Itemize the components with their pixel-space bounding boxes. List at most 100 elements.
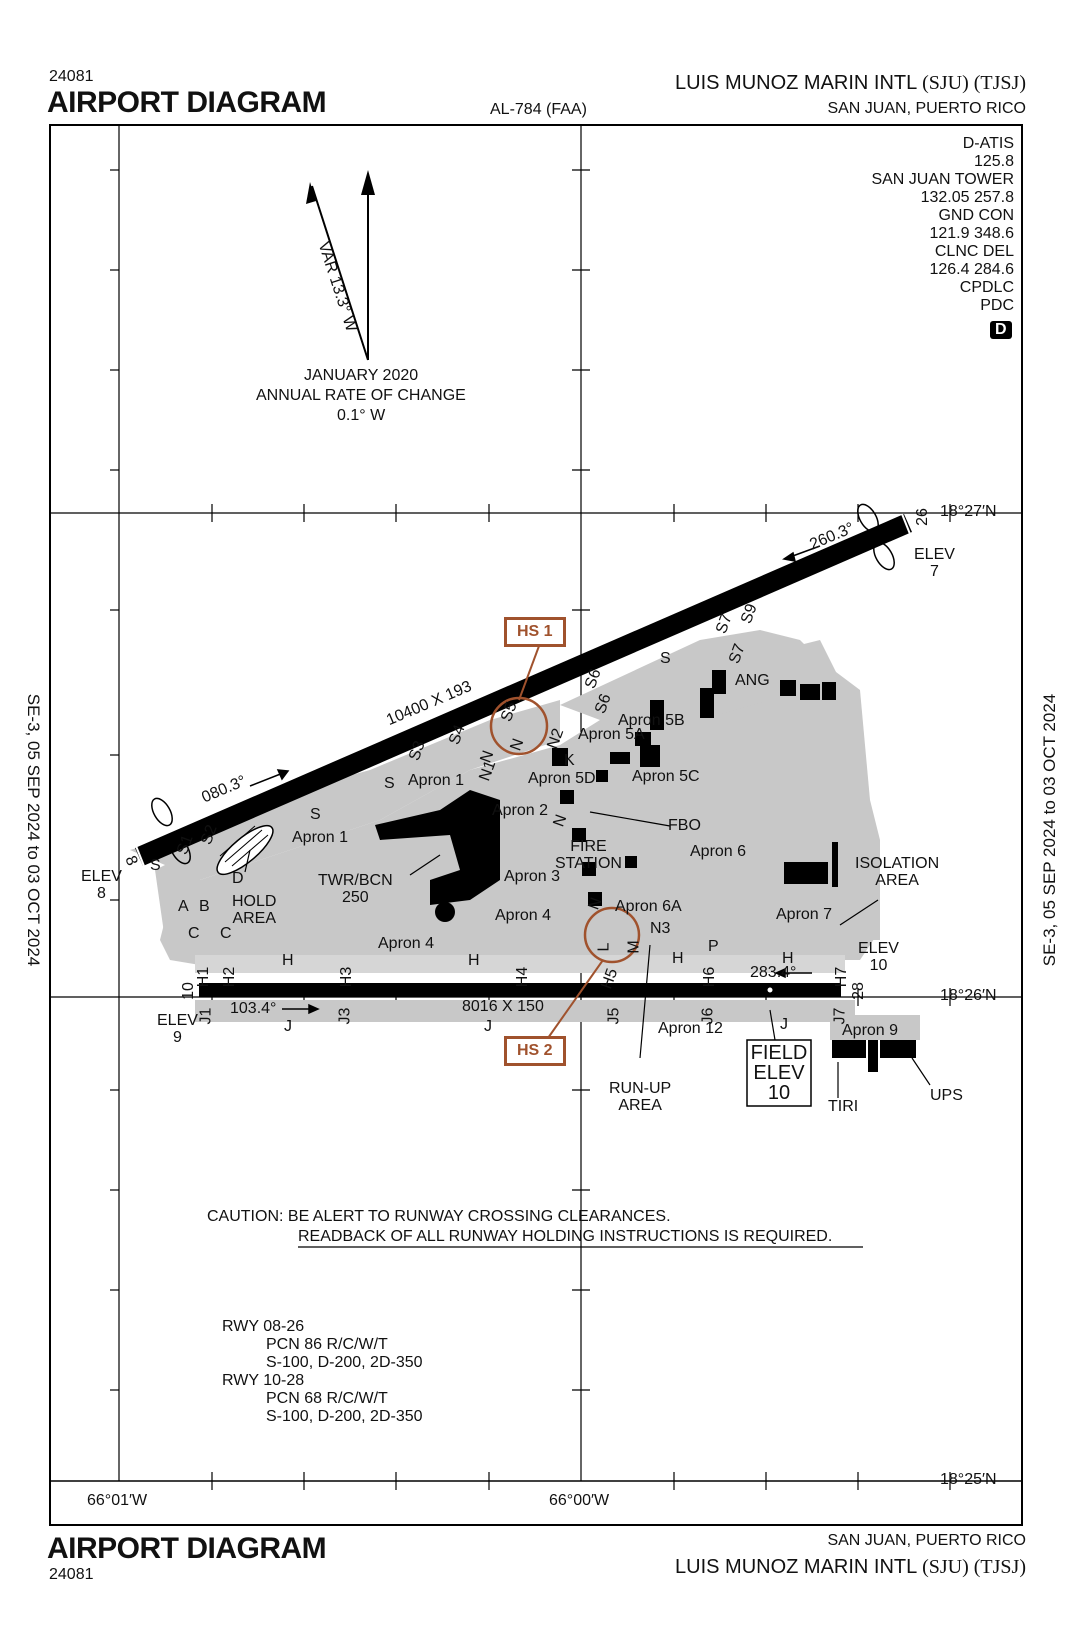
field-elev-label: FIELD ELEV 10	[747, 1043, 811, 1103]
pavement-line: RWY 10-28	[222, 1372, 305, 1389]
chart-frame	[49, 124, 1023, 1526]
freq-line: GND CON	[938, 207, 1014, 224]
field-elev-line: ELEV	[753, 1062, 805, 1084]
airport-name-bottom: LUIS MUNOZ MARIN INTL (SJU) (TJSJ)	[675, 1556, 1026, 1579]
apron-label: Apron 7	[776, 906, 833, 923]
freq-line: CLNC DEL	[934, 243, 1014, 260]
taxiway-label: H	[282, 952, 294, 969]
procedure-number-bottom: 24081	[49, 1566, 94, 1583]
apron-label: Apron 2	[491, 802, 549, 819]
lat-label-bottom: 18°25′N	[940, 1471, 997, 1488]
rwy-10-heading: 103.4°	[230, 1000, 277, 1017]
hot-spot-2-leader	[547, 959, 604, 1039]
taxiway-label: J3	[336, 1007, 354, 1025]
apron-label: Apron 6	[690, 843, 747, 860]
taxiway-label: S	[384, 775, 395, 792]
caution-line-2: READBACK OF ALL RUNWAY HOLDING INSTRUCTI…	[298, 1228, 833, 1245]
taxiway-label: J7	[831, 1007, 849, 1025]
airport-ids-text: (SJU) (TJSJ)	[922, 72, 1026, 94]
taxiway-label: B	[199, 898, 210, 915]
taxiway-label: H	[782, 950, 794, 967]
caution-line-1: CAUTION: BE ALERT TO RUNWAY CROSSING CLE…	[207, 1208, 671, 1225]
pavement-strength-block: RWY 08-26 PCN 86 R/C/W/T S-100, D-200, 2…	[222, 1318, 423, 1426]
al-number: AL-784 (FAA)	[490, 101, 587, 118]
taxiway-label: M	[625, 940, 643, 954]
taxiway-label: H	[468, 952, 480, 969]
hot-spot-2-label: HS 2	[504, 1036, 566, 1066]
hot-spot-1-leader	[518, 645, 540, 701]
hold-area-label: HOLD AREA	[232, 893, 277, 927]
magvar-rate-label: ANNUAL RATE OF CHANGE	[256, 387, 466, 404]
lat-label-top: 18°27′N	[940, 503, 997, 520]
lon-label-mid: 66°00′W	[549, 1492, 610, 1509]
pavement-line: PCN 68 R/C/W/T	[266, 1390, 388, 1407]
terminal-buildings	[375, 670, 916, 1072]
taxiway-label: L	[595, 942, 613, 952]
taxiway-label: D	[232, 870, 244, 887]
hot-spot-2-circle	[583, 906, 641, 964]
effective-dates-right: SE-3, 05 SEP 2024 to 03 OCT 2024	[1040, 693, 1059, 967]
hot-spot-1-label: HS 1	[504, 617, 566, 647]
datalink-badge-bg	[990, 321, 1012, 339]
freq-line: D-ATIS	[962, 135, 1014, 152]
apron-label: Apron 1	[408, 772, 465, 789]
isolation-area-label: ISOLATION AREA	[855, 855, 940, 889]
taxiway-label: A	[178, 898, 189, 915]
taxiway-label: K	[564, 752, 575, 769]
taxiway-label: S	[660, 650, 671, 667]
apron-label: Apron 3	[504, 868, 561, 885]
taxiway-label: H7	[833, 966, 851, 988]
apron-label: Apron 5A	[578, 726, 645, 743]
ups-label: UPS	[930, 1087, 963, 1104]
apron-label: Apron 9	[842, 1022, 899, 1039]
tower-label: TWR/BCN 250	[318, 872, 393, 906]
runway-heading-arrows	[249, 545, 821, 1015]
rwy-26-elev: ELEV 7	[914, 546, 955, 580]
datalink-badge: D	[995, 321, 1007, 338]
pavement-line: S-100, D-200, 2D-350	[266, 1408, 423, 1425]
rwy-28-heading: 283.4°	[750, 964, 797, 981]
freq-line: 125.8	[973, 153, 1014, 170]
taxiway-label: H2	[221, 966, 239, 988]
field-elev-line: 10	[767, 1082, 791, 1104]
field-elev-line: FIELD	[750, 1042, 808, 1064]
effective-dates-left: SE-3, 05 SEP 2024 to 03 OCT 2024	[24, 693, 43, 967]
airport-name-top: LUIS MUNOZ MARIN INTL (SJU) (TJSJ)	[675, 72, 1026, 95]
rwy-28-end: 28	[849, 982, 867, 1000]
magnetic-north-arrow-icon	[306, 182, 369, 361]
freq-line: PDC	[980, 297, 1014, 314]
taxiway-label: H	[672, 950, 684, 967]
taxiway-label: H3	[338, 966, 356, 988]
rwy-10-elev: ELEV 9	[157, 1012, 198, 1046]
taxiway-label: C	[188, 925, 200, 942]
magvar-date: JANUARY 2020	[304, 367, 419, 384]
taxiway-label: C	[220, 925, 232, 942]
pavement-line: PCN 86 R/C/W/T	[266, 1336, 388, 1353]
pavement-areas	[130, 630, 920, 1040]
taxiway-label: S	[310, 806, 321, 823]
taxiway-label: H1	[195, 966, 213, 988]
airport-name-text: LUIS MUNOZ MARIN INTL	[675, 1556, 917, 1578]
rwy-26-end: 26	[913, 508, 931, 526]
taxiway-label: H4	[514, 966, 532, 988]
freq-line: CPDLC	[959, 279, 1014, 296]
ang-label: ANG	[735, 672, 770, 689]
field-elev-box	[746, 1039, 812, 1107]
freq-line: 132.05 257.8	[920, 189, 1014, 206]
pavement-line: S-100, D-200, 2D-350	[266, 1354, 423, 1371]
apron-label: Apron 12	[658, 1020, 723, 1037]
approach-light-icons	[151, 503, 895, 865]
freq-line: 126.4 284.6	[929, 261, 1014, 278]
city-bottom: SAN JUAN, PUERTO RICO	[827, 1532, 1026, 1549]
rwy-28-elev: ELEV 10	[858, 940, 899, 974]
north-arrow-icon	[361, 170, 375, 360]
fbo-label: FBO	[668, 817, 701, 834]
taxiway-label: N3	[650, 920, 671, 937]
taxiway-label: P	[708, 938, 719, 955]
magvar-rate: 0.1° W	[337, 407, 386, 424]
apron-label: Apron 5D	[528, 770, 596, 787]
apron-label: Apron 6A	[615, 898, 682, 915]
freq-line: 121.9 348.6	[929, 225, 1014, 242]
airport-name-text: LUIS MUNOZ MARIN INTL	[675, 72, 917, 94]
